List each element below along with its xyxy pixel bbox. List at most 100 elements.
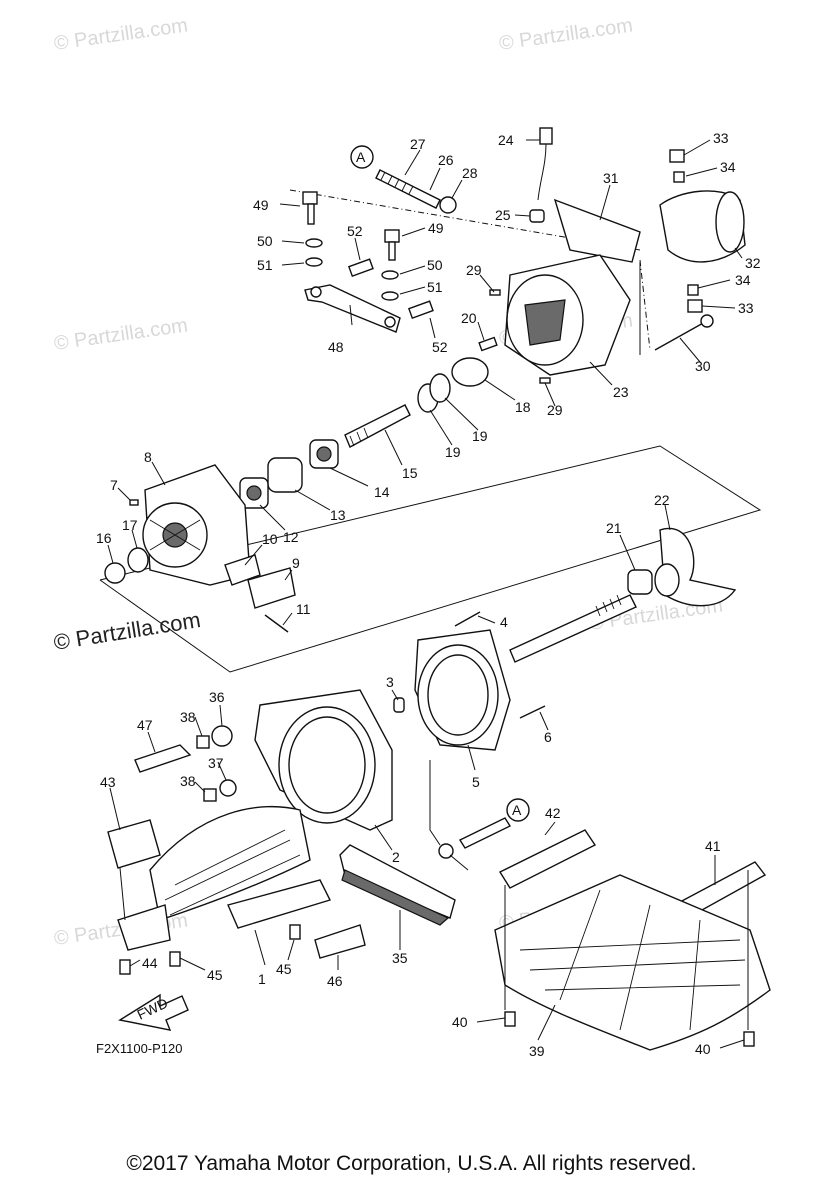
part-32-deflector — [659, 190, 746, 263]
part-1-intake-grate — [117, 805, 311, 951]
callout-11: 11 — [296, 601, 311, 617]
callout-22: 22 — [654, 492, 670, 508]
callout-27: 27 — [410, 136, 426, 152]
part-50-washer-center — [381, 270, 399, 280]
callout-3: 3 — [386, 674, 394, 690]
callout-1: 1 — [258, 971, 266, 987]
copyright-notice: ©2017 Yamaha Motor Corporation, U.S.A. A… — [126, 1152, 697, 1175]
diagram-code: F2X1100-P120 — [96, 1041, 183, 1056]
callout-36: 36 — [209, 689, 225, 705]
callout-40-left: 40 — [452, 1014, 468, 1030]
part-14-bearing — [309, 439, 339, 469]
part-33-bolt-bottom — [687, 299, 703, 313]
part-47-bracket — [134, 744, 192, 773]
callout-38-lower: 38 — [180, 773, 196, 789]
part-51-washer-center — [381, 291, 399, 301]
assembly-outline-upper — [99, 445, 762, 673]
part-28-clip-lower — [438, 843, 454, 859]
callout-51-left: 51 — [257, 257, 273, 273]
callout-49-center: 49 — [428, 220, 444, 236]
part-38-nut-upper — [196, 735, 210, 749]
part-29-pin-lower — [539, 377, 551, 384]
callout-19a: 19 — [445, 444, 461, 460]
callout-8: 8 — [144, 449, 152, 465]
part-40-bolt-right — [743, 1031, 755, 1047]
part-34-collar-top — [673, 171, 685, 183]
part-8-housing — [142, 464, 251, 586]
callout-50-left: 50 — [257, 233, 273, 249]
part-44-bolt — [119, 959, 131, 975]
callout-38-upper: 38 — [180, 709, 196, 725]
part-45-bolt-center — [289, 924, 301, 940]
part-52-bolt-lower — [407, 300, 434, 320]
part-16-seal — [104, 562, 126, 584]
part-11-bolt — [264, 614, 289, 633]
callout-35: 35 — [392, 950, 408, 966]
part-45-bolt-left — [169, 951, 181, 967]
part-5-housing — [414, 629, 511, 751]
callout-18: 18 — [515, 399, 531, 415]
part-15-shaft — [344, 404, 411, 448]
part-38-nut-lower — [203, 788, 217, 802]
part-18-cover — [451, 357, 489, 387]
callout-28: 28 — [462, 165, 478, 181]
callout-34-top: 34 — [720, 159, 736, 175]
part-31-plate — [553, 198, 641, 263]
callout-26: 26 — [438, 152, 454, 168]
part-19-oring-b — [429, 373, 451, 403]
callout-19b: 19 — [472, 428, 488, 444]
callout-25: 25 — [495, 207, 511, 223]
callout-5: 5 — [472, 774, 480, 790]
part-50-washer-left — [305, 238, 323, 248]
part-10-gasket — [224, 554, 261, 586]
part-23-nozzle — [504, 254, 631, 376]
part-27-rod — [375, 169, 441, 209]
part-43-bracket — [107, 819, 161, 869]
callout-31: 31 — [603, 170, 619, 186]
part-6-bolt — [519, 705, 546, 719]
callout-34-bottom: 34 — [735, 272, 751, 288]
part-24-hose — [537, 127, 553, 201]
callout-49-left: 49 — [253, 197, 269, 213]
part-9-cover — [247, 567, 296, 609]
callout-33-bottom: 33 — [738, 300, 754, 316]
callout-47: 47 — [137, 717, 153, 733]
part-4-bolt — [454, 611, 481, 627]
part-20-bolt — [478, 336, 498, 352]
part-25-clamp — [529, 209, 545, 223]
part-29-pin-upper — [489, 289, 501, 296]
callout-23: 23 — [613, 384, 629, 400]
callout-42: 42 — [545, 805, 561, 821]
callout-30: 30 — [695, 358, 711, 374]
callout-21: 21 — [606, 520, 622, 536]
part-12-bearing — [239, 477, 269, 509]
ref-marker-a-bottom: A — [506, 798, 530, 822]
part-48-steering-arm — [304, 284, 401, 333]
callout-50-center: 50 — [427, 257, 443, 273]
callout-12: 12 — [283, 529, 299, 545]
callout-51-center: 51 — [427, 279, 443, 295]
callout-37: 37 — [208, 755, 224, 771]
callout-4: 4 — [500, 614, 508, 630]
callout-13: 13 — [330, 507, 346, 523]
callout-14: 14 — [374, 484, 390, 500]
callout-48: 48 — [328, 339, 344, 355]
watermark-mid-left: © Partzilla.com — [53, 314, 190, 355]
callout-labels: 1 2 3 4 5 6 7 8 9 10 11 12 13 14 15 16 1… — [96, 130, 761, 1059]
part-46-bracket — [314, 924, 366, 959]
assembly-outline-lower — [429, 760, 441, 846]
callout-24: 24 — [498, 132, 514, 148]
watermark-top-right: © Partzilla.com — [498, 14, 635, 55]
callout-9: 9 — [292, 555, 300, 571]
svg-text:A: A — [356, 149, 366, 165]
part-49-bolt-center — [384, 229, 400, 261]
part-lower-plate — [227, 879, 331, 929]
part-49-bolt-left — [302, 191, 318, 225]
part-51-washer-left — [305, 257, 323, 267]
svg-text:A: A — [512, 802, 522, 818]
callout-16: 16 — [96, 530, 112, 546]
part-30-long-bolt — [654, 314, 714, 351]
part-22-impeller — [654, 527, 737, 607]
part-42-strip — [498, 829, 597, 889]
